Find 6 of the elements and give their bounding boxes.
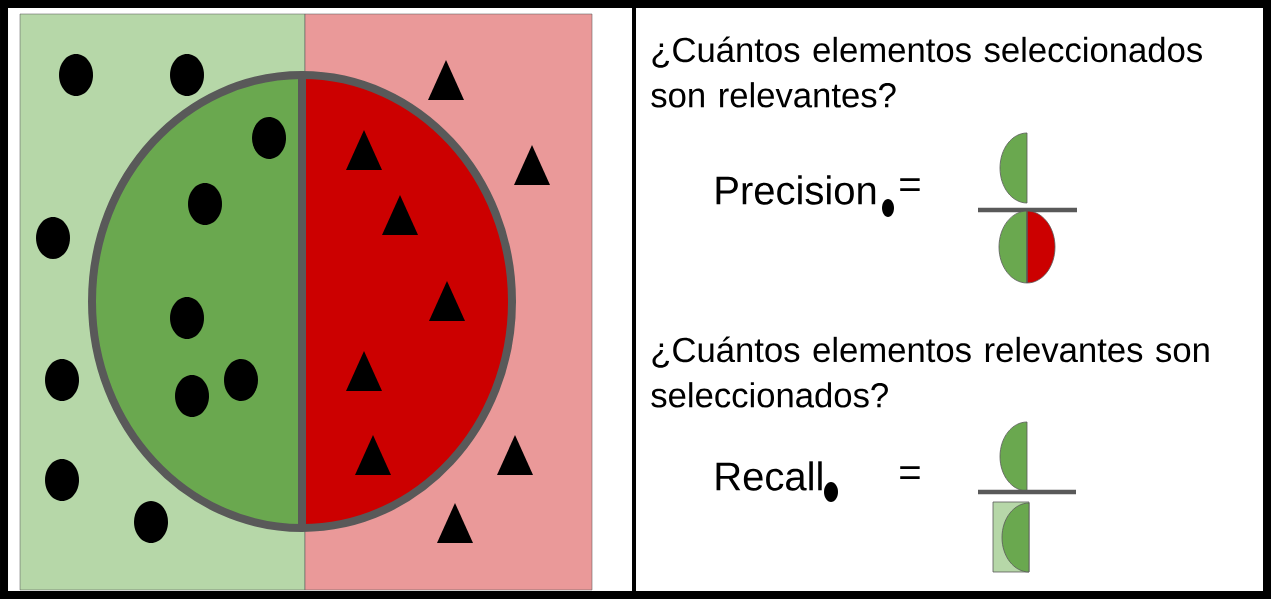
equals-sign: = xyxy=(900,466,920,480)
formula-label: Recall xyxy=(716,461,822,491)
question-text: ¿Cuántos elementos relevantes son seleccionados? xyxy=(651,336,1209,408)
question-text: ¿Cuántos elementos seleccionados son relevantes? xyxy=(651,36,1202,108)
equals-sign: = xyxy=(900,178,920,192)
formula-label: Precision xyxy=(716,175,876,205)
